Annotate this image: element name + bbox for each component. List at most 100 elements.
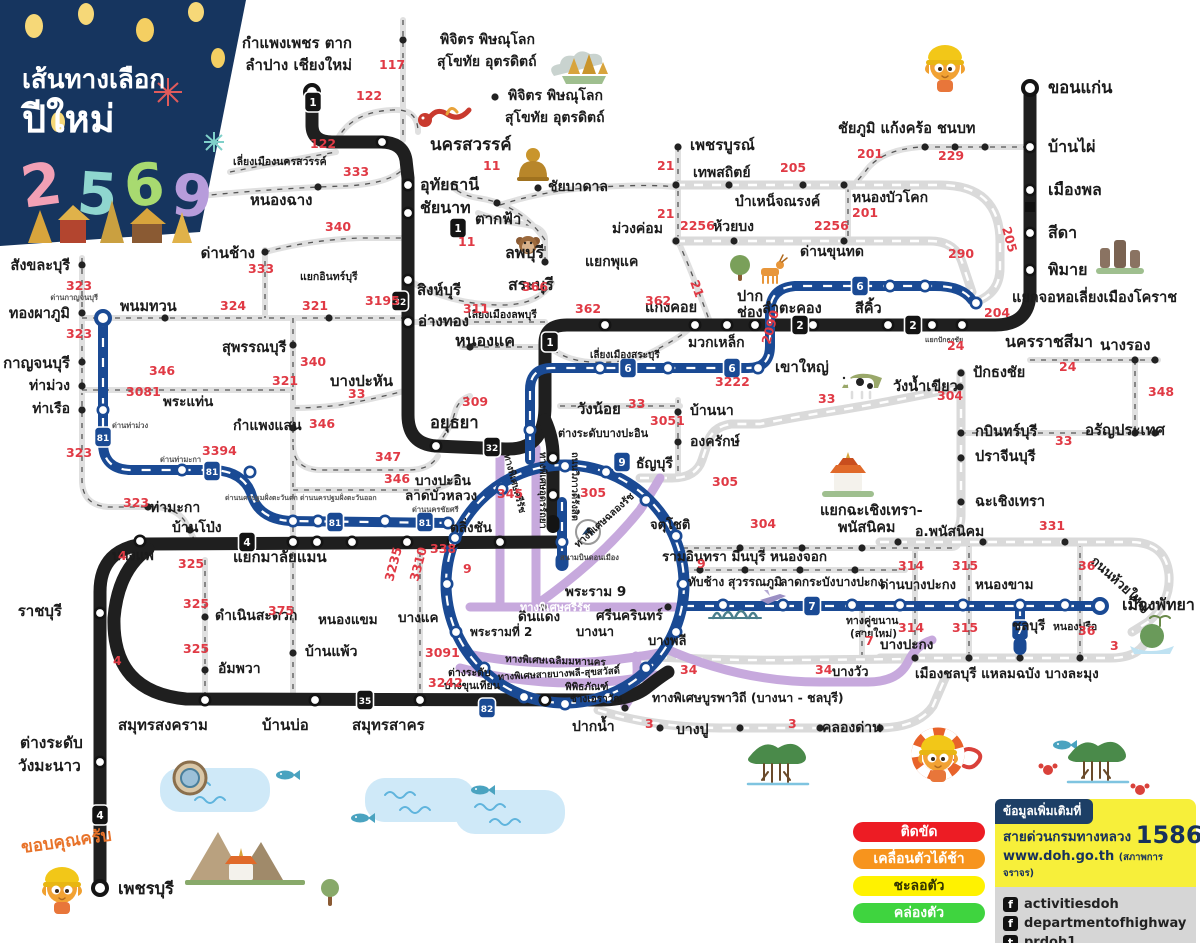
route-number: 33 bbox=[818, 391, 835, 406]
map-label: หนองปรือ bbox=[1053, 620, 1097, 633]
station-node bbox=[401, 273, 415, 287]
map-label: ดำเนินสะดวก bbox=[215, 608, 297, 624]
map-label: ลาดกระบัง bbox=[780, 575, 836, 589]
motorway-node bbox=[776, 598, 790, 612]
monkey-part bbox=[529, 241, 533, 245]
route-number: 3235 bbox=[381, 545, 404, 582]
route-shield-number: 2 bbox=[909, 320, 916, 332]
map-label: นครราชสีมา bbox=[1005, 332, 1093, 351]
junction-dot bbox=[965, 654, 973, 662]
mascot-icon bbox=[42, 867, 82, 914]
route-shield-number: 32 bbox=[394, 298, 407, 308]
mascot-part bbox=[938, 67, 942, 71]
wat-marble-part bbox=[846, 452, 850, 458]
buddha-icon bbox=[517, 148, 549, 181]
junction-dot bbox=[921, 143, 929, 151]
map-label: (สายใหม่) bbox=[850, 626, 897, 640]
dragon-part bbox=[445, 107, 459, 116]
motorway-node bbox=[477, 661, 491, 675]
map-label: ชัยภูมิ แก้งคร้อ ชนบท bbox=[838, 120, 975, 137]
toll-square-node bbox=[1025, 202, 1035, 212]
route-number: 346 bbox=[149, 363, 175, 378]
station-node bbox=[748, 318, 762, 332]
route-shield: 32 bbox=[390, 290, 410, 312]
route-number: 304 bbox=[750, 516, 776, 531]
fish-body bbox=[471, 785, 489, 795]
route-number: 362 bbox=[575, 301, 601, 316]
junction-dot bbox=[851, 566, 859, 574]
hotline-number: 1586 bbox=[1135, 821, 1200, 849]
route-number: 309 bbox=[462, 394, 488, 409]
station-node bbox=[93, 606, 107, 620]
wat-marble-part bbox=[834, 473, 862, 491]
map-label: แยกฉะเชิงเทรา- bbox=[820, 502, 923, 519]
social-handle[interactable]: activitiesdoh bbox=[1024, 897, 1119, 912]
map-label: บางขุนเทียน bbox=[444, 679, 501, 693]
map-label: สุโขทัย อุตรดิตถ์ bbox=[437, 52, 537, 70]
motorway-node bbox=[311, 514, 325, 528]
map-label: ทางพิเศษอุดรรัถยา bbox=[537, 452, 548, 529]
social-handle[interactable]: prdoh1 bbox=[1024, 935, 1077, 943]
station-node bbox=[955, 318, 969, 332]
mount-temple-part bbox=[239, 848, 243, 856]
map-label: ต่างระดับ bbox=[448, 667, 491, 679]
junction-dot bbox=[956, 383, 964, 391]
dragon-part bbox=[421, 116, 425, 120]
station-node bbox=[413, 693, 427, 707]
motorway-node bbox=[1058, 598, 1072, 612]
deer-part bbox=[762, 275, 778, 284]
motorway-node bbox=[601, 690, 615, 704]
route-number: 3394 bbox=[202, 443, 237, 458]
buddha-part bbox=[517, 177, 549, 181]
route-number: 325 bbox=[178, 556, 204, 571]
junction-dot bbox=[534, 184, 542, 192]
social-handle[interactable]: departmentofhighway bbox=[1024, 916, 1187, 931]
motorway-node bbox=[593, 361, 607, 375]
castle-part bbox=[1096, 268, 1144, 274]
junction-dot bbox=[674, 438, 682, 446]
map-label: ห้วยบง bbox=[713, 219, 754, 235]
junction-dot bbox=[289, 649, 297, 657]
station-node bbox=[688, 318, 702, 332]
junction-dot bbox=[858, 544, 866, 552]
crab-part bbox=[1130, 783, 1136, 789]
map-label: หนองบัวโคก bbox=[852, 188, 928, 206]
route-shield: 1 bbox=[448, 217, 468, 239]
banner-title-line2: ปีใหม่ bbox=[20, 97, 114, 141]
route-shield-bg bbox=[237, 531, 257, 553]
junction-dot bbox=[1151, 429, 1159, 437]
station-node bbox=[375, 135, 389, 149]
island-part bbox=[1140, 624, 1164, 648]
map-label: วังมะนาว bbox=[18, 757, 81, 775]
motorway-node bbox=[676, 577, 690, 591]
map-label: ต่างระดับบางปะอิน bbox=[558, 427, 649, 440]
life-ring bbox=[911, 727, 965, 781]
map-label: ปากน้ำ bbox=[572, 715, 615, 735]
map-label: สีดา bbox=[1048, 223, 1077, 242]
mascot-part bbox=[928, 45, 962, 62]
station-node bbox=[806, 318, 820, 332]
website-url[interactable]: www.doh.go.th bbox=[1003, 849, 1115, 864]
map-label: หนองฉาง bbox=[250, 191, 312, 209]
fish-part bbox=[488, 785, 495, 795]
junction-dot bbox=[1131, 356, 1139, 364]
route-shield-bg bbox=[790, 314, 810, 336]
junction-dot bbox=[261, 248, 269, 256]
route-number: 3 bbox=[1110, 638, 1119, 653]
route-shield-number: 81 bbox=[206, 468, 219, 478]
route-number: 321 bbox=[272, 373, 298, 388]
route-shield-number: 4 bbox=[243, 537, 250, 549]
map-label: อัมพวา bbox=[218, 661, 261, 677]
junction-dot bbox=[201, 613, 209, 621]
crab-part bbox=[1144, 783, 1150, 789]
map-label: บ้านบ่อ bbox=[262, 716, 309, 734]
website[interactable]: www.doh.go.th (สภาพการจราจร) bbox=[1003, 849, 1188, 881]
map-label: ถนนวิภาวดีรังสิต bbox=[569, 452, 581, 521]
junction-dot bbox=[399, 36, 407, 44]
route-number: 375 bbox=[268, 603, 294, 618]
info-box: ข้อมูลเพิ่มเติมที่ สายด่วนกรมทางหลวง 158… bbox=[995, 799, 1200, 943]
